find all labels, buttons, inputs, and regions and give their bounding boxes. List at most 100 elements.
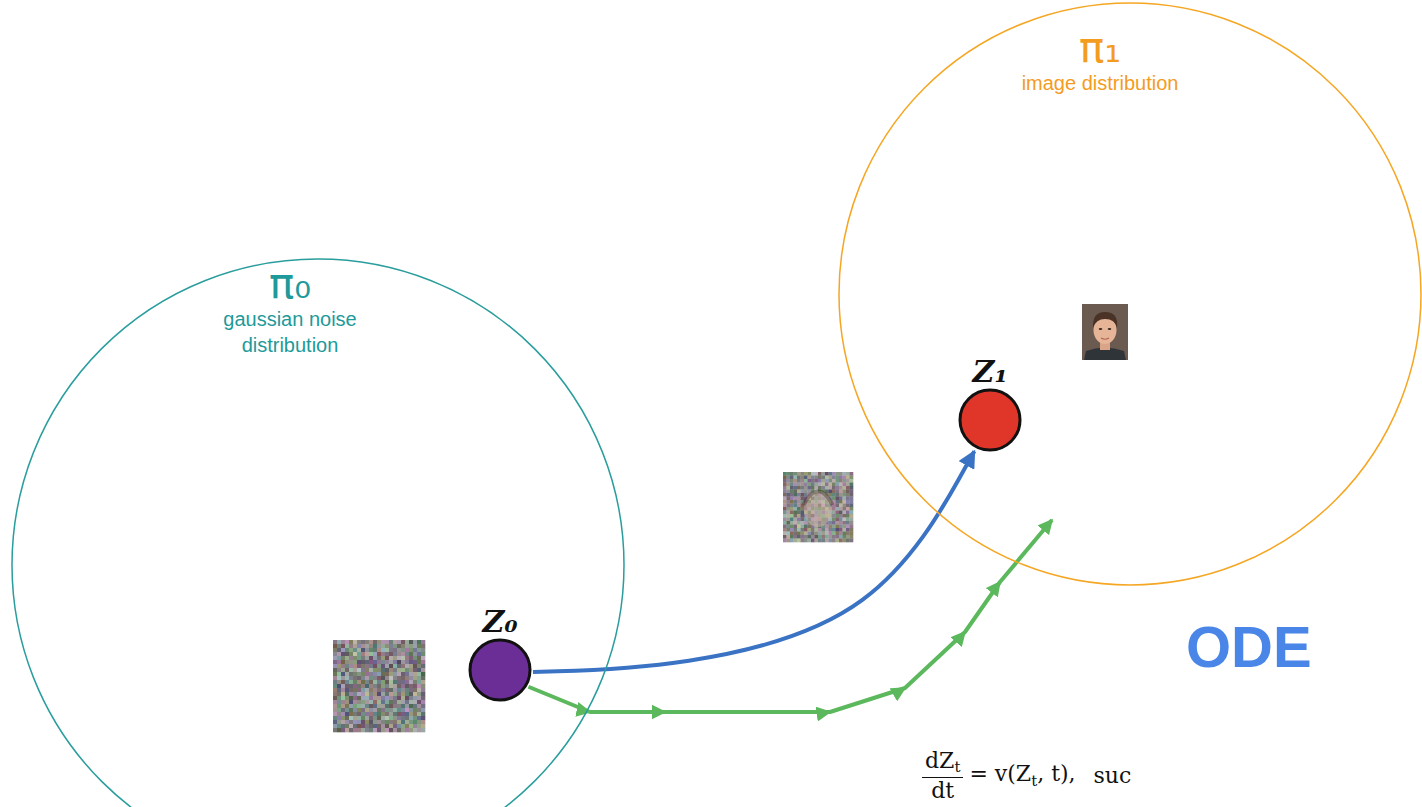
noise-pixel xyxy=(836,511,840,515)
noise-image xyxy=(333,640,425,732)
noise-pixel xyxy=(804,539,808,543)
noise-pixel xyxy=(393,684,397,688)
noise-pixel xyxy=(341,676,345,680)
noise-pixel xyxy=(377,696,381,700)
noise-pixel xyxy=(787,479,791,483)
noise-pixel xyxy=(337,692,341,696)
formula-term: dZ xyxy=(925,748,954,773)
noise-pixel xyxy=(409,700,413,704)
noise-pixel xyxy=(413,700,417,704)
noise-pixel xyxy=(801,521,805,525)
noise-pixel xyxy=(832,497,836,501)
noise-pixel xyxy=(349,724,353,728)
noise-pixel xyxy=(421,684,425,688)
noise-pixel xyxy=(393,680,397,684)
noise-pixel xyxy=(413,692,417,696)
circle-outline xyxy=(12,259,624,807)
noise-pixel xyxy=(333,672,337,676)
fraction: dZt dt xyxy=(922,748,963,803)
noise-pixel xyxy=(818,483,822,487)
noise-pixel xyxy=(850,476,854,480)
noise-pixel xyxy=(811,539,815,543)
noise-pixel xyxy=(405,644,409,648)
noise-pixel xyxy=(389,660,393,664)
noise-pixel xyxy=(797,493,801,497)
noise-pixel xyxy=(846,507,850,511)
noise-pixel xyxy=(409,672,413,676)
noise-pixel xyxy=(333,716,337,720)
noise-pixel xyxy=(401,696,405,700)
noise-pixel xyxy=(377,656,381,660)
noise-pixel xyxy=(822,479,826,483)
noise-pixel xyxy=(357,704,361,708)
noise-pixel xyxy=(790,504,794,508)
noise-pixel xyxy=(815,535,819,539)
noise-pixel xyxy=(421,656,425,660)
noise-pixel xyxy=(349,672,353,676)
noise-pixel xyxy=(333,692,337,696)
noise-pixel xyxy=(361,672,365,676)
noise-pixel xyxy=(409,684,413,688)
noise-pixel xyxy=(393,696,397,700)
noise-pixel xyxy=(794,535,798,539)
noise-pixel xyxy=(345,656,349,660)
noise-pixel xyxy=(839,514,843,518)
noise-pixel xyxy=(783,518,787,522)
noise-pixel xyxy=(811,535,815,539)
noise-pixel xyxy=(337,688,341,692)
noise-pixel xyxy=(825,528,829,532)
noise-pixel xyxy=(353,640,357,644)
noise-pixel xyxy=(345,680,349,684)
noise-pixel xyxy=(385,692,389,696)
noise-pixel xyxy=(843,525,847,529)
noise-pixel xyxy=(836,518,840,522)
noise-pixel xyxy=(361,712,365,716)
noise-pixel xyxy=(811,472,815,476)
noise-pixel xyxy=(389,656,393,660)
noise-pixel xyxy=(361,652,365,656)
noise-pixel xyxy=(353,700,357,704)
noise-pixel xyxy=(794,476,798,480)
noise-pixel xyxy=(839,504,843,508)
noise-pixel xyxy=(377,692,381,696)
noise-pixel xyxy=(790,535,794,539)
noise-pixel xyxy=(377,668,381,672)
noise-pixel xyxy=(421,728,425,732)
noise-pixel xyxy=(393,664,397,668)
noise-pixel xyxy=(389,688,393,692)
noise-pixel xyxy=(349,708,353,712)
noise-pixel xyxy=(797,528,801,532)
noise-pixel xyxy=(381,720,385,724)
noise-pixel xyxy=(843,521,847,525)
noise-pixel xyxy=(389,652,393,656)
noise-pixel xyxy=(405,712,409,716)
noise-pixel xyxy=(783,493,787,497)
noise-pixel xyxy=(397,660,401,664)
noise-pixel xyxy=(417,668,421,672)
noise-pixel xyxy=(389,676,393,680)
noise-pixel xyxy=(385,700,389,704)
noise-pixel xyxy=(846,514,850,518)
noise-pixel xyxy=(829,532,833,536)
noise-pixel xyxy=(405,692,409,696)
noise-pixel xyxy=(801,497,805,501)
noise-pixel xyxy=(357,724,361,728)
noise-pixel xyxy=(333,704,337,708)
ode-formula: dZt dt = v(Zt, t), suc xyxy=(922,748,1131,803)
formula-subscript: t xyxy=(1031,772,1037,790)
noise-pixel xyxy=(361,724,365,728)
point-dot xyxy=(960,390,1020,450)
noise-pixel xyxy=(357,664,361,668)
noise-pixel xyxy=(365,712,369,716)
noise-pixel xyxy=(333,696,337,700)
ode-trajectory xyxy=(533,451,974,672)
noise-pixel xyxy=(333,684,337,688)
noise-pixel xyxy=(377,644,381,648)
noise-pixel xyxy=(832,514,836,518)
noise-pixel xyxy=(811,528,815,532)
noise-pixel xyxy=(345,660,349,664)
noise-pixel xyxy=(341,668,345,672)
noise-pixel xyxy=(413,708,417,712)
noise-pixel xyxy=(413,716,417,720)
